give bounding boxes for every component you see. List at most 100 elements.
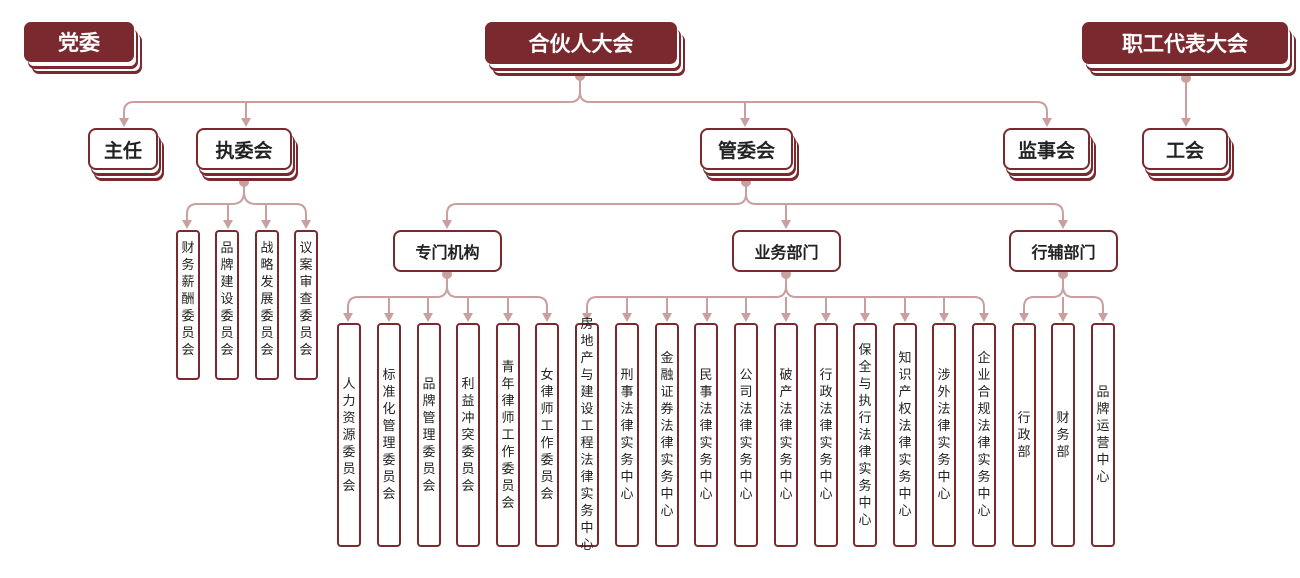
business-unit-7-label: 保全与执行法律实务中心 <box>858 342 872 528</box>
exec-committee-1: 品牌建设委员会 <box>215 230 239 380</box>
business-unit-1-label: 刑事法律实务中心 <box>620 368 634 502</box>
arrowhead-16 <box>503 313 513 322</box>
special-unit-5: 女律师工作委员会 <box>535 323 559 547</box>
arrowhead-1 <box>241 118 251 127</box>
arrowhead-20 <box>662 313 672 322</box>
business-unit-5: 破产法律实务中心 <box>774 323 798 547</box>
exec-committee-3-label: 议案审查委员会 <box>299 241 313 358</box>
arrowhead-13 <box>384 313 394 322</box>
arrowhead-12 <box>343 313 353 322</box>
connector-paths <box>123 74 1187 314</box>
business-unit-6-label: 行政法律实务中心 <box>819 368 833 502</box>
exec-committee-1-label: 品牌建设委员会 <box>220 241 234 358</box>
arrowhead-22 <box>741 313 751 322</box>
arrowhead-30 <box>1058 313 1068 322</box>
management-committee-box: 管委会 <box>700 128 793 170</box>
business-unit-8-label: 知识产权法律实务中心 <box>898 351 912 519</box>
special-unit-2: 品牌管理委员会 <box>417 323 441 547</box>
business-unit-8: 知识产权法律实务中心 <box>893 323 917 547</box>
arrowhead-27 <box>939 313 949 322</box>
arrowhead-26 <box>900 313 910 322</box>
special-bodies-label: 专门机构 <box>415 243 480 262</box>
arrowhead-23 <box>781 313 791 322</box>
supervisory-board-label: 监事会 <box>1017 139 1075 162</box>
business-unit-6: 行政法律实务中心 <box>814 323 838 547</box>
admin-departments-label: 行辅部门 <box>1031 243 1096 262</box>
admin-unit-2-label: 品牌运营中心 <box>1096 385 1110 485</box>
arrowhead-21 <box>702 313 712 322</box>
business-unit-2: 金融证券法律实务中心 <box>655 323 679 547</box>
business-unit-9-label: 涉外法律实务中心 <box>937 368 951 502</box>
arrowhead-18 <box>582 313 592 322</box>
exec-committee-0-label: 财务薪酬委员会 <box>181 241 195 358</box>
party-committee-box: 党委 <box>24 22 134 62</box>
arrowhead-15 <box>463 313 473 322</box>
arrowhead-24 <box>821 313 831 322</box>
arrowhead-14 <box>423 313 433 322</box>
special-unit-4: 青年律师工作委员会 <box>496 323 520 547</box>
special-unit-4-label: 青年律师工作委员会 <box>501 359 515 511</box>
special-unit-5-label: 女律师工作委员会 <box>540 368 554 502</box>
business-departments-box: 业务部门 <box>732 230 841 272</box>
business-unit-4: 公司法律实务中心 <box>734 323 758 547</box>
special-bodies-box: 专门机构 <box>393 230 502 272</box>
arrowhead-25 <box>860 313 870 322</box>
arrowhead-8 <box>301 220 311 229</box>
arrowhead-28 <box>979 313 989 322</box>
executive-committee-label: 执委会 <box>215 139 273 162</box>
workers-congress-box: 职工代表大会 <box>1082 22 1288 64</box>
arrowhead-3 <box>1042 118 1052 127</box>
arrowhead-9 <box>442 220 452 229</box>
business-unit-5-label: 破产法律实务中心 <box>779 368 793 502</box>
executive-committee-box: 执委会 <box>196 128 292 170</box>
admin-unit-0: 行政部 <box>1012 323 1036 547</box>
director-label: 主任 <box>103 139 142 162</box>
arrowhead-31 <box>1098 313 1108 322</box>
special-unit-1-label: 标准化管理委员会 <box>382 368 396 502</box>
business-unit-3-label: 民事法律实务中心 <box>699 368 713 502</box>
business-unit-7: 保全与执行法律实务中心 <box>853 323 877 547</box>
exec-committee-3: 议案审查委员会 <box>294 230 318 380</box>
admin-unit-2: 品牌运营中心 <box>1091 323 1115 547</box>
business-unit-0: 房地产与建设工程法律实务中心 <box>575 317 599 553</box>
arrowhead-2 <box>740 118 750 127</box>
business-unit-3: 民事法律实务中心 <box>694 323 718 547</box>
arrowhead-5 <box>182 220 192 229</box>
management-committee-label: 管委会 <box>717 139 775 162</box>
workers-congress-label: 职工代表大会 <box>1122 32 1248 56</box>
business-unit-10-label: 企业合规法律实务中心 <box>977 351 991 519</box>
connector-arrows <box>119 118 1191 322</box>
admin-unit-0-label: 行政部 <box>1017 410 1031 460</box>
admin-unit-1: 财务部 <box>1051 323 1075 547</box>
arrowhead-4 <box>1181 118 1191 127</box>
admin-unit-1-label: 财务部 <box>1056 410 1070 460</box>
business-departments-label: 业务部门 <box>754 243 819 262</box>
arrowhead-10 <box>781 220 791 229</box>
exec-committee-0: 财务薪酬委员会 <box>176 230 200 380</box>
director-box: 主任 <box>88 128 158 170</box>
business-unit-10: 企业合规法律实务中心 <box>972 323 996 547</box>
supervisory-board-box: 监事会 <box>1003 128 1090 170</box>
special-unit-3: 利益冲突委员会 <box>456 323 480 547</box>
special-unit-2-label: 品牌管理委员会 <box>422 376 436 494</box>
exec-committee-2-label: 战略发展委员会 <box>260 241 274 358</box>
business-unit-1: 刑事法律实务中心 <box>615 323 639 547</box>
business-unit-0-label: 房地产与建设工程法律实务中心 <box>580 317 594 553</box>
arrowhead-19 <box>622 313 632 322</box>
special-unit-0-label: 人力资源委员会 <box>342 376 356 494</box>
special-unit-1: 标准化管理委员会 <box>377 323 401 547</box>
arrowhead-17 <box>542 313 552 322</box>
admin-departments-box: 行辅部门 <box>1009 230 1118 272</box>
business-unit-4-label: 公司法律实务中心 <box>739 368 753 502</box>
arrowhead-7 <box>261 220 271 229</box>
arrowhead-6 <box>223 220 233 229</box>
business-unit-9: 涉外法律实务中心 <box>932 323 956 547</box>
exec-committee-2: 战略发展委员会 <box>255 230 279 380</box>
special-unit-3-label: 利益冲突委员会 <box>461 376 475 494</box>
partners-assembly-box: 合伙人大会 <box>485 22 677 64</box>
business-unit-2-label: 金融证券法律实务中心 <box>660 351 674 519</box>
party-committee-label: 党委 <box>58 31 100 55</box>
arrowhead-11 <box>1058 220 1068 229</box>
arrowhead-29 <box>1019 313 1029 322</box>
labor-union-box: 工会 <box>1142 128 1228 170</box>
